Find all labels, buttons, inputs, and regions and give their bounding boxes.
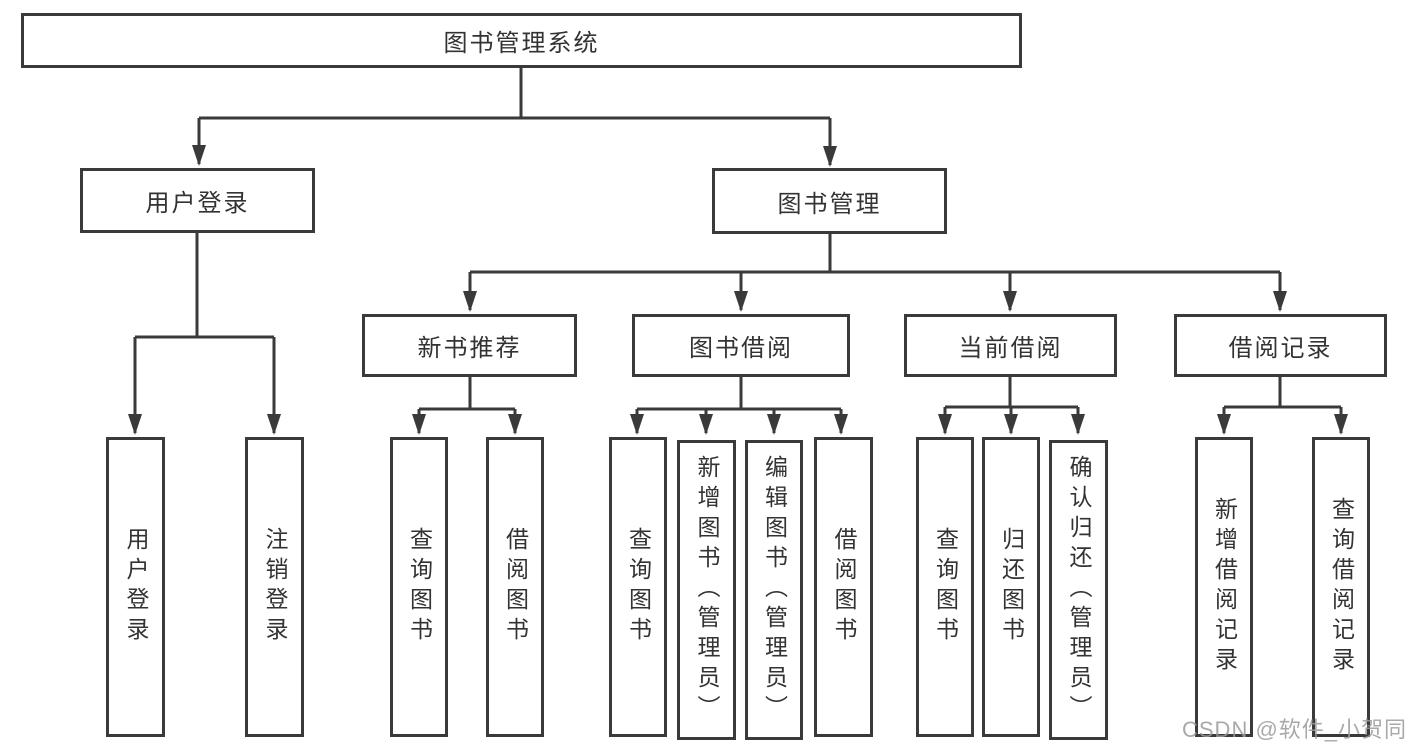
connector-root-split xyxy=(199,68,830,120)
node-leaf-bb-edit-books: 编辑图书（管理员） xyxy=(745,440,803,740)
leaf-label: 用户登录 xyxy=(123,527,149,647)
leaf-label: 新增图书（管理员） xyxy=(694,455,720,725)
node-book-management: 图书管理 xyxy=(712,168,947,234)
node-leaf-nbr-query-books: 查询图书 xyxy=(390,437,448,737)
connector-userlogin-split xyxy=(135,232,274,339)
leaf-label: 归还图书 xyxy=(998,527,1025,647)
node-borrowing-records: 借阅记录 xyxy=(1174,314,1387,377)
leaf-label: 查询图书 xyxy=(625,527,652,647)
node-new-book-recommend: 新书推荐 xyxy=(362,314,577,377)
leaf-label: 借阅图书 xyxy=(831,527,857,647)
node-leaf-cb-return-books: 归还图书 xyxy=(982,437,1040,737)
node-leaf-user-login: 用户登录 xyxy=(106,437,165,737)
leaf-label: 确认归还（管理员） xyxy=(1066,455,1092,725)
leaf-label: 注销登录 xyxy=(262,527,288,647)
node-book-borrowing: 图书借阅 xyxy=(632,314,850,377)
node-leaf-cb-confirm-return: 确认归还（管理员） xyxy=(1049,440,1108,740)
leaf-label: 借阅图书 xyxy=(502,527,529,647)
node-leaf-bb-borrow-books: 借阅图书 xyxy=(814,437,873,737)
leaf-label: 编辑图书（管理员） xyxy=(761,455,788,725)
node-leaf-cb-query-books: 查询图书 xyxy=(916,437,974,737)
node-root-system: 图书管理系统 xyxy=(21,13,1022,68)
node-current-borrowing: 当前借阅 xyxy=(904,314,1117,377)
node-leaf-logout-login: 注销登录 xyxy=(245,437,304,737)
node-leaf-nbr-borrow-books: 借阅图书 xyxy=(486,437,544,737)
connector-bookmgmt-split xyxy=(470,234,1280,274)
node-leaf-bb-query-books: 查询图书 xyxy=(609,437,667,737)
node-leaf-bb-add-books: 新增图书（管理员） xyxy=(677,440,736,740)
leaf-label: 查询图书 xyxy=(406,527,433,647)
connector-currentborrow-split xyxy=(945,377,1078,409)
node-user-login: 用户登录 xyxy=(80,168,315,233)
node-leaf-br-query-record: 查询借阅记录 xyxy=(1312,437,1370,737)
connector-bookborrow-split xyxy=(637,377,841,411)
leaf-label: 查询图书 xyxy=(932,527,959,647)
leaf-label: 新增借阅记录 xyxy=(1211,497,1238,677)
watermark-text: CSDN @软件_小贺同学 xyxy=(1182,717,1405,742)
leaf-label: 查询借阅记录 xyxy=(1328,497,1355,677)
connector-records-split xyxy=(1224,377,1341,409)
connector-newbook-split xyxy=(419,377,515,411)
node-leaf-br-add-record: 新增借阅记录 xyxy=(1195,437,1253,737)
